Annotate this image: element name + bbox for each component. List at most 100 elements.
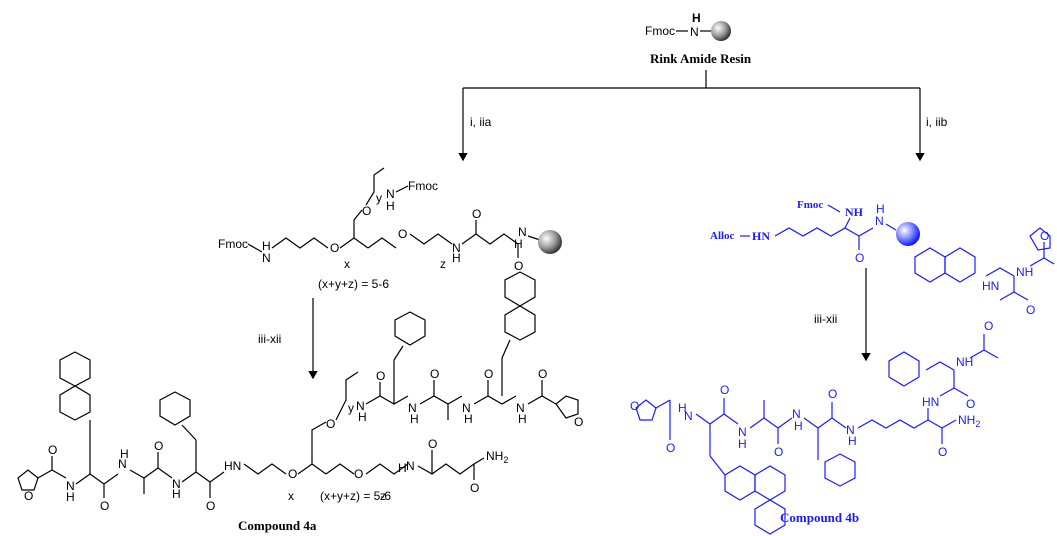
resin-n: N: [690, 25, 699, 39]
peg-o4: O: [472, 207, 481, 221]
c4b-o2: O: [720, 383, 729, 397]
c4b-nh2: NH2: [958, 413, 980, 429]
peg-x: x: [344, 257, 350, 271]
c4a-h4: H: [358, 410, 367, 424]
lys-hn: HN: [752, 229, 770, 243]
c4a-o10: O: [538, 367, 547, 381]
c4a-h1: H: [66, 490, 75, 504]
c4b-h3: H: [794, 419, 803, 433]
lys-bead-icon: [896, 222, 920, 246]
compound-4a: O O N H O N H O N H O HN O x O: [17, 271, 583, 533]
c4a-y: y: [348, 401, 354, 415]
c4a-h7: H: [518, 412, 527, 426]
peg-h3: H: [514, 237, 523, 251]
c4a-n4: N: [356, 399, 365, 413]
c4a-o1: O: [48, 443, 57, 457]
c4a-n1: N: [66, 479, 75, 493]
lys-fmoc: Fmoc: [797, 199, 823, 211]
c4a-name: Compound 4a: [238, 518, 317, 533]
c4b-nh1: NH: [956, 355, 973, 369]
lysine-intermediate: Fmoc NH Alloc HN O N H: [710, 199, 920, 265]
c4a-n5: N: [408, 401, 417, 415]
c4b-o6: O: [966, 397, 975, 411]
resin-name: Rink Amide Resin: [650, 51, 752, 66]
c4a-furan-o: O: [24, 489, 33, 503]
c4a-o13: O: [470, 481, 479, 495]
peg-n-top: N: [386, 187, 395, 201]
c4a-x: x: [288, 489, 294, 503]
peg-ratio: (x+y+z) = 5-6: [318, 277, 389, 291]
branch-arrows: i, iia i, iib: [458, 70, 948, 162]
step-left-cont: iii-xii: [258, 332, 281, 346]
step-right: i, iib: [926, 115, 948, 129]
c4a-n3: N: [172, 477, 181, 491]
peg-intermediate: Fmoc N H O x O y N H Fmoc O z N H O O N …: [218, 167, 562, 291]
c4a-nh2: NH2: [486, 449, 508, 465]
c4b-o1: O: [666, 441, 675, 455]
step-right-cont: iii-xii: [814, 312, 837, 326]
c4a-h2: H: [120, 447, 129, 461]
c4a-h5: H: [410, 412, 419, 426]
lys-alloc: Alloc: [710, 230, 735, 242]
c4a-h6: H: [464, 412, 473, 426]
c4b-n4: N: [846, 423, 855, 437]
c4a-o9: O: [484, 367, 493, 381]
c4a-o3: O: [154, 439, 163, 453]
c4a-hn: HN: [224, 459, 241, 473]
c4b-hn1: HN: [922, 395, 939, 409]
c4a-o5: O: [288, 467, 297, 481]
peg-o1: O: [330, 241, 339, 255]
c4b-n1: N: [684, 409, 693, 423]
resin-fmoc: Fmoc: [645, 24, 675, 38]
c4b-o5: O: [938, 445, 947, 459]
c4a-o11: O: [354, 467, 363, 481]
c4b-hn2: HN: [982, 279, 999, 293]
c4b-name: Compound 4b: [780, 510, 859, 525]
peg-z: z: [440, 257, 446, 271]
peg-n2: N: [452, 241, 461, 255]
lys-n: N: [875, 214, 884, 228]
peg-fmoc-left: Fmoc: [218, 237, 248, 251]
c4b-o4: O: [828, 387, 837, 401]
c4b-furan-o: O: [630, 399, 639, 413]
compound-4b: O O N H O N H O N H O N H O NH2 HN: [630, 227, 1055, 535]
c4b-o8: O: [1026, 303, 1035, 317]
c4b-h2: H: [738, 437, 747, 451]
c4a-z: z: [380, 489, 386, 503]
c4a-o12: O: [428, 437, 437, 451]
c4b-h1: H: [678, 401, 687, 415]
peg-o3: O: [398, 227, 407, 241]
peg-n3: N: [518, 225, 527, 239]
lys-o: O: [855, 251, 864, 265]
c4a-furan2-o: O: [574, 415, 583, 429]
c4a-o4: O: [206, 499, 215, 513]
c4b-n3: N: [792, 407, 801, 421]
step-left: i, iia: [470, 115, 492, 129]
c4a-ratio: (x+y+z) = 5-6: [320, 489, 391, 503]
resin-bead-icon: [711, 21, 731, 41]
peg-h1: H: [262, 239, 271, 253]
peg-y: y: [376, 191, 382, 205]
peg-bead-icon: [538, 230, 562, 254]
c4b-o3: O: [774, 445, 783, 459]
rink-amide-resin: Fmoc N H Rink Amide Resin: [645, 11, 752, 66]
resin-h: H: [692, 11, 701, 25]
peg-h2: H: [452, 251, 461, 265]
c4a-n7: N: [516, 401, 525, 415]
peg-o2: O: [362, 204, 371, 218]
peg-fmoc-top: Fmoc: [408, 179, 438, 193]
c4b-nh2b: NH: [1016, 265, 1033, 279]
peg-h-top: H: [386, 199, 395, 213]
c4a-o7: O: [376, 369, 385, 383]
peg-n1: N: [262, 251, 271, 265]
c4b-n2: N: [738, 425, 747, 439]
c4a-o8: O: [430, 367, 439, 381]
c4a-o2: O: [100, 499, 109, 513]
c4b-o7: O: [984, 319, 993, 333]
c4a-o6: O: [326, 417, 335, 431]
c4a-h8: H: [398, 461, 407, 475]
c4a-h3: H: [172, 487, 181, 501]
c4b-o9: O: [1040, 229, 1049, 243]
c4b-h4: H: [848, 434, 857, 448]
